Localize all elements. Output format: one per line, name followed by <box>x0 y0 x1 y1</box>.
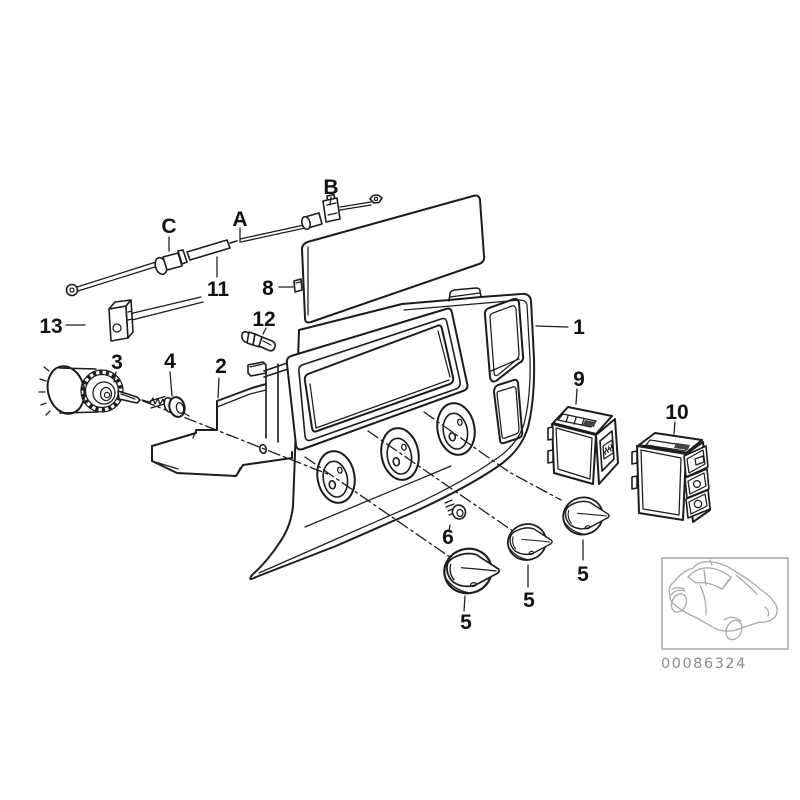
callout-13-label: 13 <box>39 315 62 338</box>
cable-assembly-c <box>65 239 238 297</box>
part-5-knob-left <box>438 542 501 600</box>
callout-1-label: 1 <box>573 316 585 339</box>
part-6-screw <box>444 499 467 532</box>
part-13-sensor-block <box>108 296 204 342</box>
callout-a-label: A <box>232 208 247 231</box>
part-12-bulb-socket <box>240 330 276 352</box>
callout-12: 12 <box>252 308 276 335</box>
callout-4-label: 4 <box>164 350 176 373</box>
callout-11: 11 <box>207 256 230 301</box>
part-11-cable-sheath <box>186 239 231 261</box>
callout-10: 10 <box>665 401 689 435</box>
callout-b: B <box>323 176 339 206</box>
car-inset-frame <box>661 557 789 650</box>
part-2-housing-bracket <box>151 361 293 477</box>
car-outline-sketch <box>668 559 778 641</box>
callout-3-label: 3 <box>111 351 123 374</box>
knob-recess-middle <box>380 427 420 481</box>
knob-recess-left <box>316 450 356 504</box>
callout-3: 3 <box>111 351 123 383</box>
rear-defrost-icon <box>602 439 614 460</box>
part-5-knob-middle <box>503 518 554 566</box>
part-3-gear-control-unit <box>38 365 141 416</box>
part-8-display-lens <box>293 194 486 324</box>
car-location-inset: 00086324 <box>661 557 789 672</box>
part-4-screw <box>141 395 190 418</box>
callout-a: A <box>232 208 248 243</box>
callout-13: 13 <box>39 315 86 338</box>
knob-recess-right <box>436 402 476 456</box>
callout-5b: 5 <box>523 564 535 612</box>
callout-5c-label: 5 <box>577 563 589 586</box>
callout-5a-label: 5 <box>460 611 472 634</box>
callout-b-label: B <box>323 176 338 199</box>
callout-10-label: 10 <box>665 401 688 424</box>
part-10-switch-block <box>631 432 711 523</box>
callout-1: 1 <box>535 316 585 339</box>
callout-11-label: 11 <box>207 278 230 301</box>
diagram-code: 00086324 <box>661 656 747 672</box>
cable-assembly-b <box>239 193 383 243</box>
callout-2: 2 <box>215 355 227 399</box>
part-5-knob-right <box>558 492 610 540</box>
callout-6: 6 <box>442 526 454 549</box>
callout-12-label: 12 <box>252 308 275 331</box>
callout-8-label: 8 <box>262 277 274 300</box>
part-1-control-panel <box>142 287 562 581</box>
callout-6-label: 6 <box>442 526 454 549</box>
callout-5a: 5 <box>460 595 472 634</box>
callout-8: 8 <box>262 277 294 300</box>
callout-9-label: 9 <box>573 368 585 391</box>
callout-4: 4 <box>164 350 176 397</box>
callout-c: C <box>161 215 177 252</box>
callout-2-label: 2 <box>215 355 227 378</box>
callout-5b-label: 5 <box>523 589 535 612</box>
callout-c-label: C <box>161 215 176 238</box>
part-9-rocker-switch <box>547 406 619 485</box>
callout-5c: 5 <box>577 539 589 586</box>
callout-9: 9 <box>573 368 585 405</box>
